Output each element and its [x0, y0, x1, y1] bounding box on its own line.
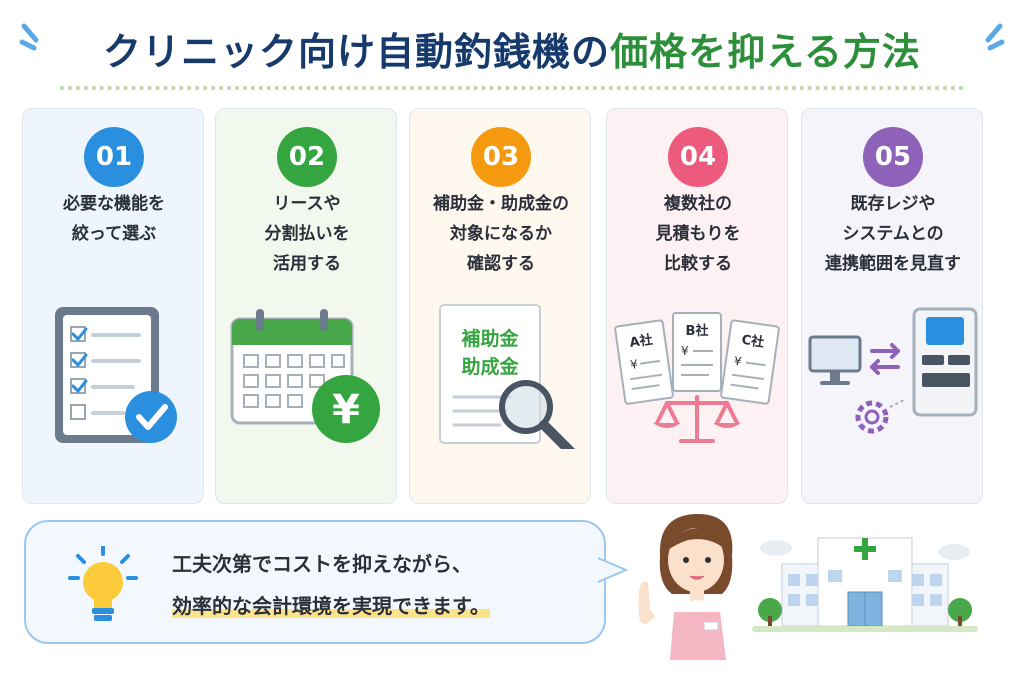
svg-text:¥: ¥: [332, 387, 360, 433]
svg-text:B社: B社: [686, 323, 709, 339]
message-line-2: 効率的な会計環境を実現できます。: [172, 590, 490, 619]
doc-line-2: 助成金: [461, 355, 519, 378]
svg-text:¥: ¥: [733, 354, 743, 369]
accent-dash-icon: [985, 23, 1005, 51]
tip-text: 複数社の 見積もりを 比較する: [613, 189, 783, 279]
tip-card-04: 04 複数社の 見積もりを 比較する A社 ¥ B社 ¥ C社 ¥: [606, 108, 788, 504]
message-line-1: 工夫次第でコストを抑えながら、: [172, 552, 472, 576]
tip-line: 絞って選ぶ: [71, 224, 157, 244]
tip-line: 見積もりを: [655, 224, 741, 244]
step-number-badge: 05: [863, 127, 923, 187]
step-number-badge: 02: [277, 127, 337, 187]
step-number-badge: 03: [471, 127, 531, 187]
accent-dash-icon: [19, 23, 39, 51]
tip-text: 必要な機能を 絞って選ぶ: [29, 189, 199, 249]
tip-text: 補助金・助成金の 対象になるか 確認する: [416, 189, 586, 279]
nurse-illustration: [634, 514, 744, 660]
tip-text: 既存レジや システムとの 連携範囲を見直す: [808, 189, 978, 279]
tip-line: 補助金・助成金の: [433, 194, 569, 214]
tip-line: リースや: [273, 194, 341, 214]
tip-line: 複数社の: [664, 194, 732, 214]
tip-line: 活用する: [273, 254, 341, 274]
quotes-scale-icon: A社 ¥ B社 ¥ C社 ¥: [614, 312, 780, 443]
calendar-yen-icon: ¥: [230, 309, 380, 443]
dotted-divider: [60, 86, 964, 90]
step-number-badge: 04: [668, 127, 728, 187]
tip-line: 確認する: [467, 254, 535, 274]
tip-line: 連携範囲を見直す: [825, 254, 961, 274]
title-part2: 価格を抑える方法: [610, 29, 921, 74]
svg-text:C社: C社: [741, 332, 766, 351]
tip-text: リースや 分割払いを 活用する: [222, 189, 392, 279]
checklist-clipboard-icon: [55, 307, 177, 443]
svg-text:¥: ¥: [681, 344, 689, 358]
document-magnifier-icon: 補助金 助成金: [439, 304, 576, 449]
tip-line: システムとの: [842, 224, 944, 244]
svg-text:A社: A社: [629, 332, 654, 351]
bubble-tail: [598, 557, 628, 583]
tip-line: 対象になるか: [450, 224, 552, 244]
title-part1: クリニック向け自動釣銭機の: [103, 29, 611, 74]
tip-line: 比較する: [664, 254, 732, 274]
page-title: クリニック向け自動釣銭機の価格を抑える方法: [0, 18, 1024, 78]
doc-line-1: 補助金: [460, 327, 519, 350]
tip-card-02: 02 リースや 分割払いを 活用する ¥: [215, 108, 397, 504]
tip-line: 既存レジや: [850, 194, 936, 214]
tip-card-05: 05 既存レジや システムとの 連携範囲を見直す: [801, 108, 983, 504]
message-highlight: 効率的な会計環境を実現できます。: [172, 594, 490, 618]
lightbulb-icon: [68, 546, 138, 621]
svg-text:¥: ¥: [629, 357, 639, 372]
clinic-building-illustration: [752, 537, 978, 632]
tip-line: 分割払いを: [264, 224, 350, 244]
tip-card-03: 03 補助金・助成金の 対象になるか 確認する 補助金 助成金: [409, 108, 591, 504]
pc-machine-link-icon: [808, 307, 978, 434]
step-number-badge: 01: [84, 127, 144, 187]
message-bubble: 工夫次第でコストを抑えながら、 効率的な会計環境を実現できます。: [24, 520, 606, 644]
tip-card-01: 01 必要な機能を 絞って選ぶ: [22, 108, 204, 504]
tip-line: 必要な機能を: [63, 194, 165, 214]
